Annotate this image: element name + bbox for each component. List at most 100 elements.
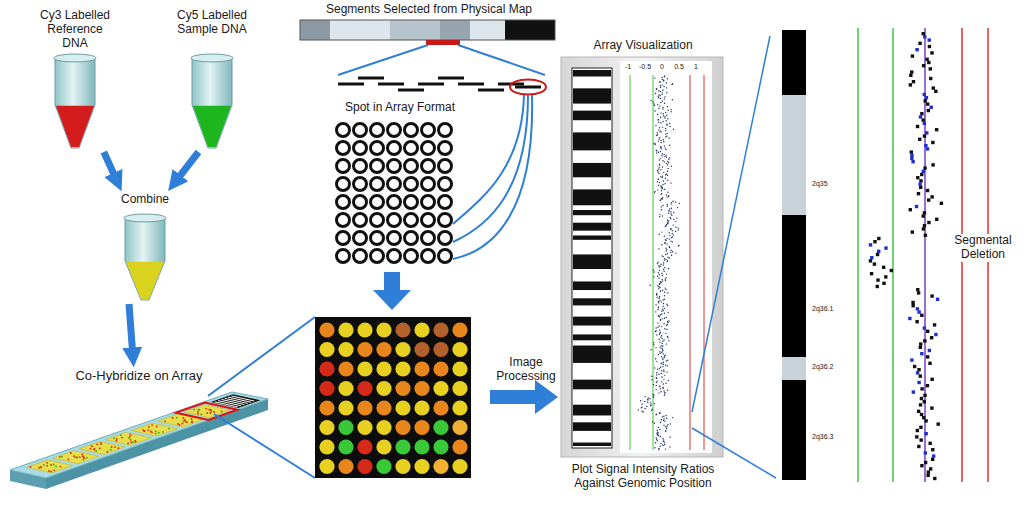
ratio-point: [657, 181, 658, 182]
clone-segment: [378, 83, 404, 86]
ratio-point: [929, 467, 932, 470]
ratio-point: [660, 176, 661, 177]
array-spot: [197, 413, 199, 415]
block-arrow: [373, 272, 411, 310]
ratio-point: [661, 376, 662, 377]
tube-liquid: [56, 106, 94, 147]
ratio-point: [659, 284, 660, 285]
ratio-point: [658, 178, 659, 179]
ratio-point: [655, 347, 656, 348]
ratio-point: [926, 384, 929, 387]
scanned-spot: [433, 400, 448, 415]
array-spot: [53, 469, 55, 471]
ratio-point: [664, 267, 665, 268]
array-spot: [168, 428, 170, 430]
threshold-line: [690, 75, 691, 450]
ratio-point: [661, 301, 662, 302]
ratio-point: [659, 298, 660, 299]
ratio-point: [658, 427, 659, 428]
array-spot: [46, 462, 48, 464]
ratio-point: [656, 293, 657, 294]
ratio-point: [659, 82, 660, 83]
ratio-point: [662, 290, 663, 291]
ratio-point: [922, 214, 925, 217]
ratio-point: [928, 349, 931, 352]
ratio-point: [655, 331, 656, 332]
array-spot: [164, 420, 166, 422]
ratio-point: [672, 83, 673, 84]
ratio-point: [667, 168, 668, 169]
ratio-point: [668, 162, 669, 163]
spot-ring: [439, 232, 452, 245]
ratio-point: [666, 427, 667, 428]
ratio-point: [665, 149, 666, 150]
ratio-point: [665, 136, 666, 137]
ratio-point: [657, 189, 658, 190]
spot-ring: [337, 196, 350, 209]
ratio-point: [661, 206, 662, 207]
ratio-point: [656, 437, 657, 438]
spot-ring: [337, 178, 350, 191]
ratio-point: [660, 169, 661, 170]
ratio-point: [930, 406, 933, 409]
ratio-point: [658, 448, 659, 449]
spot-ring: [354, 142, 367, 155]
ratio-point: [666, 163, 667, 164]
ratio-point: [660, 391, 661, 392]
array-spot: [73, 455, 75, 457]
ideogram-band: [573, 281, 611, 290]
ratio-point: [676, 217, 677, 218]
ratio-point: [664, 183, 665, 184]
ratio-point: [911, 160, 914, 163]
array-spot: [100, 442, 102, 444]
ratio-point: [675, 221, 676, 222]
ratio-point: [658, 90, 659, 91]
array-spot: [38, 467, 40, 469]
ratio-point: [675, 231, 676, 232]
ratio-point: [655, 311, 656, 312]
array-spot: [213, 411, 215, 413]
ratio-point: [671, 202, 672, 203]
ratio-point: [916, 125, 919, 128]
ratio-point: [654, 271, 655, 272]
array-spot: [96, 444, 98, 446]
ideogram-band: [782, 380, 806, 480]
ratio-point: [659, 164, 660, 165]
ratio-point: [917, 445, 920, 448]
ratio-point: [658, 94, 659, 95]
ratio-point: [664, 420, 665, 421]
ratio-point: [909, 74, 912, 77]
ratio-point: [658, 315, 659, 316]
ratio-point: [661, 356, 662, 357]
ratio-point: [671, 237, 672, 238]
ratio-point: [669, 247, 670, 248]
ratio-point: [661, 348, 662, 349]
ratio-point: [666, 136, 667, 137]
ratio-point: [661, 313, 662, 314]
ratio-point: [662, 177, 663, 178]
ratio-point: [665, 259, 666, 260]
clone-segment: [398, 89, 424, 92]
ratio-point: [660, 264, 661, 265]
spot-ring: [405, 178, 418, 191]
ratio-point: [664, 259, 665, 260]
ratio-point: [666, 343, 667, 344]
array-spot: [99, 448, 101, 450]
ratio-point: [663, 141, 664, 142]
scanned-spot: [395, 381, 410, 396]
ideogram-band: [573, 443, 611, 446]
spotting-line-group: [453, 95, 532, 259]
ratio-point: [873, 240, 876, 243]
threshold-line: [857, 28, 859, 482]
spot-ring: [405, 160, 418, 173]
ratio-point: [663, 371, 664, 372]
ratio-point: [873, 262, 876, 265]
ratio-point: [926, 330, 929, 333]
spot-ring: [337, 232, 350, 245]
scanned-spot: [357, 322, 372, 337]
scanned-spot: [376, 361, 391, 376]
ratio-point: [927, 470, 930, 473]
ratio-point: [655, 442, 656, 443]
ratio-point: [927, 61, 930, 64]
ideogram-band: [573, 346, 611, 363]
